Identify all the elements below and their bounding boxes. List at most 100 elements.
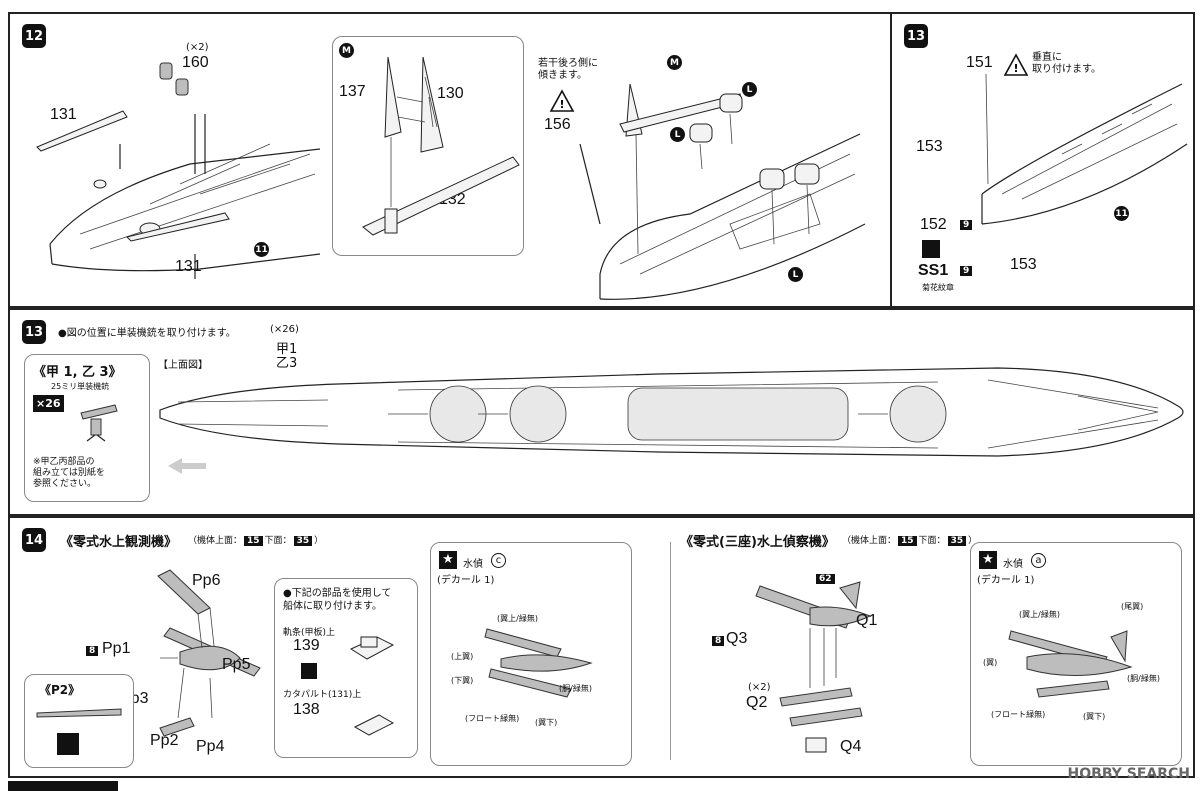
note-vertical: 垂直に 取り付けます。 — [1032, 52, 1101, 75]
decal-label-6: (翼下) — [1083, 712, 1106, 721]
label-139: 139 — [293, 637, 320, 654]
p2-decal-icon — [57, 733, 79, 755]
part-160-pair — [159, 62, 189, 96]
label-138: 138 — [293, 701, 320, 718]
step-number: 14 — [22, 528, 46, 552]
label-160-qty: (×2) — [186, 42, 209, 53]
marker-l-3: L — [788, 267, 803, 282]
bow-direction-arrow — [168, 458, 206, 474]
ref-step-11: 11 — [254, 242, 269, 257]
label-q3: Q3 — [726, 630, 748, 647]
marker-m-right: M — [667, 55, 682, 70]
label-152: 152 — [920, 216, 947, 233]
next-section-bar — [8, 781, 118, 791]
decal-sheet: (デカール 1) — [977, 575, 1035, 586]
badge-152: 9 — [960, 220, 973, 230]
mount-note: ●下記の部品を使用して 船体に取り付けます。 — [283, 588, 392, 612]
observation-plane-drawing — [157, 569, 261, 737]
qty-26: (×26) — [270, 324, 299, 335]
right-plane-title: 《零式(三座)水上偵察機》 — [680, 535, 835, 550]
label-151: 151 — [966, 54, 993, 71]
recon-plane-decal-drawing — [1008, 630, 1133, 698]
label-pp5: Pp5 — [222, 656, 251, 673]
decal-label-2: (上翼) — [451, 652, 474, 661]
label-ss1: SS1 — [918, 262, 949, 279]
part-131-rail-lower — [126, 212, 230, 242]
legend-qty-badge: ×26 — [33, 395, 64, 412]
mount-rail-label: 軌条(甲板)上 — [283, 628, 336, 638]
label-q2-qty: (×2) — [748, 682, 771, 693]
decal-label-5: (フロート緑無) — [465, 714, 520, 723]
marker-l-1: L — [742, 82, 757, 97]
part-138-drawing — [353, 714, 395, 736]
badge-q3: 8 — [712, 636, 725, 646]
legend-note: ※甲乙丙部品の 組み立ては別紙を 参照ください。 — [33, 457, 105, 489]
step-13-band-panel: 13 ●図の位置に単装機銃を取り付けます。 (×26) 甲1 乙3 【上面図】 … — [8, 308, 1195, 516]
caption-ss1: 菊花紋章 — [922, 283, 954, 292]
star-icon: ★ — [439, 551, 457, 569]
decal-unit: 水偵 — [463, 559, 483, 570]
ship-top-view — [159, 367, 1184, 457]
p2-inset: 《P2》 — [24, 674, 134, 768]
top-view-label: 【上面図】 — [158, 360, 208, 371]
stern-hull-drawing — [579, 83, 866, 300]
label-131-upper: 131 — [50, 106, 77, 123]
step-number: 13 — [904, 24, 928, 48]
machine-gun-icon — [80, 404, 118, 442]
label-156: 156 — [544, 116, 571, 133]
stern-flagstaff-drawing — [981, 73, 1188, 225]
badge-62: 62 — [816, 574, 835, 584]
legend-box: 《甲 1, 乙 3》 25ミリ単装機銃 ×26 ※甲乙丙部品の 組み立ては別紙を… — [24, 354, 150, 502]
step-13-top-panel: 13 151 ! 垂直に 取り付けます。 153 152 9 SS1 9 菊花紋… — [890, 12, 1195, 308]
part-131-rail-upper — [36, 110, 128, 152]
decal-label-4: (胴/緑無) — [559, 684, 592, 693]
svg-text:!: ! — [559, 98, 564, 111]
step-number: 12 — [22, 24, 46, 48]
label-137: 137 — [339, 83, 366, 100]
label-pp6: Pp6 — [192, 572, 221, 589]
label-q4: Q4 — [840, 738, 862, 755]
star-icon: ★ — [979, 551, 997, 569]
p2-label: 《P2》 — [39, 683, 81, 697]
hobby-search-watermark: HOBBY SEARCH — [1067, 766, 1190, 782]
mast-parts-drawing — [362, 56, 520, 236]
decal-label-1: (翼上/緑無) — [1019, 610, 1060, 619]
label-130: 130 — [437, 85, 464, 102]
marker-m-inset: M — [339, 43, 354, 58]
variant-2: 乙3 — [276, 356, 298, 371]
mount-inset: ●下記の部品を使用して 船体に取り付けます。 軌条(甲板)上 139 カタパルト… — [274, 578, 418, 758]
mount-catapult-label: カタパルト(131)上 — [283, 690, 362, 700]
observation-plane-decal-drawing — [484, 628, 593, 698]
inset-mast-assembly: M 137 130 132 — [332, 36, 524, 256]
label-153-lower: 153 — [1010, 256, 1037, 273]
step-number: 13 — [22, 320, 46, 344]
decal-label-1: (翼上/緑無) — [497, 614, 538, 623]
decal-label-2: (尾翼) — [1121, 602, 1144, 611]
decal-inset-left: ★ 水偵 c (デカール 1) (翼上/緑無) (上翼) (下翼) (胴/緑無)… — [430, 542, 632, 766]
decal-label-3: (翼) — [983, 658, 998, 667]
variant-1: 甲1 — [276, 342, 298, 357]
left-plane-title: 《零式水上観測機》 — [60, 535, 178, 550]
decal-label-4: (胴/緑無) — [1127, 674, 1160, 683]
label-pp1: Pp1 — [102, 640, 131, 657]
part-139-drawing — [349, 636, 395, 660]
label-pp2: Pp2 — [150, 732, 179, 749]
decal-label-6: (翼下) — [535, 718, 558, 727]
legend-title: 《甲 1, 乙 3》 — [33, 365, 122, 380]
instruction: ●図の位置に単装機銃を取り付けます。 — [58, 328, 236, 339]
flip-icon — [301, 663, 317, 679]
label-153-upper: 153 — [916, 138, 943, 155]
legend-subtitle: 25ミリ単装機銃 — [51, 382, 110, 391]
p2-part-drawing — [36, 708, 122, 718]
badge-pp1: 8 — [86, 646, 99, 656]
flip-icon — [922, 240, 940, 258]
label-131-lower: 131 — [175, 258, 202, 275]
decal-code: c — [491, 553, 506, 568]
ref-step-11: 11 — [1114, 206, 1129, 221]
label-pp4: Pp4 — [196, 738, 225, 755]
decal-label-3: (下翼) — [451, 676, 474, 685]
marker-l-2: L — [670, 127, 685, 142]
decal-label-5: (フロート緑無) — [991, 710, 1046, 719]
